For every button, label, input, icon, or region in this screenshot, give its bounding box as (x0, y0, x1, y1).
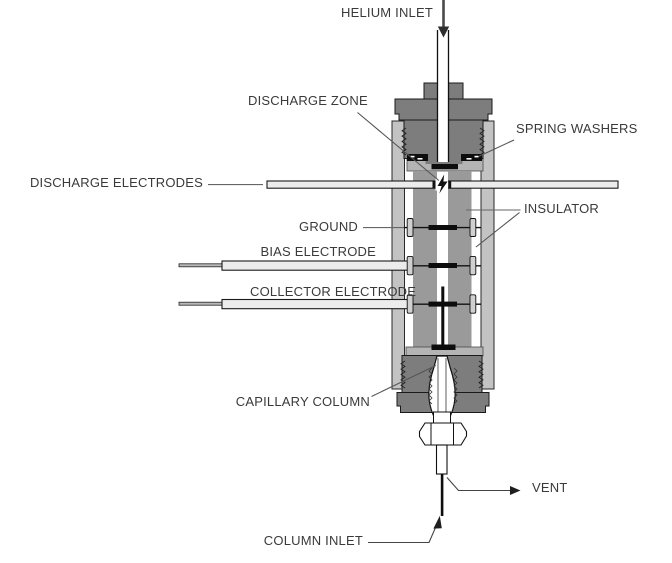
bottom-fitting-threads (400, 360, 484, 389)
bias-pin-right (469, 255, 477, 276)
capillary-column-leader (371, 365, 437, 397)
thread-zigzag-bottom-left (400, 360, 406, 389)
column-inlet-leader (368, 525, 437, 544)
top-fitting-threads (401, 127, 485, 156)
spring-washers-leader (478, 139, 515, 157)
label-discharge-electrodes: DISCHARGE ELECTRODES (29, 175, 203, 190)
thread-zigzag-bottom-right (478, 360, 484, 389)
label-ground: GROUND (299, 219, 358, 234)
electrode-tip-right (448, 180, 452, 189)
insulator-column-right (448, 171, 472, 347)
collector-electrode-bar (221, 298, 410, 310)
bias-electrode (178, 255, 481, 276)
collector-lead-wire (178, 301, 223, 306)
spring-washers (407, 154, 482, 161)
discharge-electrode-assembly (266, 174, 619, 194)
spring-washer-left (407, 154, 428, 161)
spark-icon (437, 174, 448, 194)
bias-electrode-disc (428, 263, 457, 268)
ferrule-holder (433, 411, 451, 424)
vent-tube (435, 444, 448, 475)
discharge-zone-leader (357, 112, 440, 181)
helium-flow-arrowhead (437, 26, 450, 38)
inlet-tube-bore (438, 30, 448, 162)
thread-zigzag-top-left (401, 127, 407, 156)
capillary-column-tube (441, 286, 445, 350)
hex-nut-outline (418, 422, 468, 446)
spring-washer-right (461, 154, 482, 161)
ground-electrode (404, 218, 481, 237)
bias-lead-wire (178, 263, 223, 268)
washer-highlight (466, 158, 472, 160)
ground-electrode-disc (428, 225, 457, 230)
label-discharge-zone: DISCHARGE ZONE (248, 93, 368, 108)
ground-pin-left (406, 218, 414, 237)
column-inlet-arrow-icon (433, 515, 442, 529)
label-collector-electrode: COLLECTOR ELECTRODE (250, 284, 417, 299)
insulator-column-left (413, 171, 437, 347)
washer-highlight (410, 155, 415, 158)
ferrule-serration-right (453, 367, 458, 405)
label-helium-inlet: HELIUM INLET (341, 5, 433, 20)
bias-pin-left (406, 255, 414, 276)
label-insulator: INSULATOR (524, 201, 600, 216)
column-inlet-line (440, 474, 444, 516)
leader-lines (208, 112, 521, 544)
top-seal-bar (431, 164, 458, 170)
helium-flow-arrow-icon (437, 0, 450, 38)
ground-pin-right (469, 218, 477, 237)
bias-electrode-bar (221, 260, 410, 271)
label-bias-electrode: BIAS ELECTRODE (260, 244, 376, 259)
outer-tube-left-wall (391, 120, 405, 390)
collector-pin-left (406, 294, 414, 314)
collector-pin-right (469, 294, 477, 314)
thread-zigzag-top-right (479, 127, 485, 156)
collector-electrode-disc (428, 301, 457, 307)
vent-leader (446, 477, 510, 492)
collector-electrode (178, 294, 481, 314)
label-spring-washers: SPRING WASHERS (516, 121, 638, 136)
label-vent: VENT (532, 480, 568, 495)
hex-nut (418, 422, 468, 446)
insulator-leader-lower (475, 212, 520, 248)
helium-inlet-tube (436, 30, 450, 162)
electrode-tip-left (432, 180, 436, 189)
washer-highlight (474, 155, 479, 158)
label-column-inlet: COLUMN INLET (263, 533, 363, 548)
label-capillary-column: CAPILLARY COLUMN (235, 394, 370, 409)
washer-highlight (417, 158, 423, 160)
ferrule-serration-left (428, 367, 433, 405)
vent-arrow-icon (510, 486, 521, 495)
